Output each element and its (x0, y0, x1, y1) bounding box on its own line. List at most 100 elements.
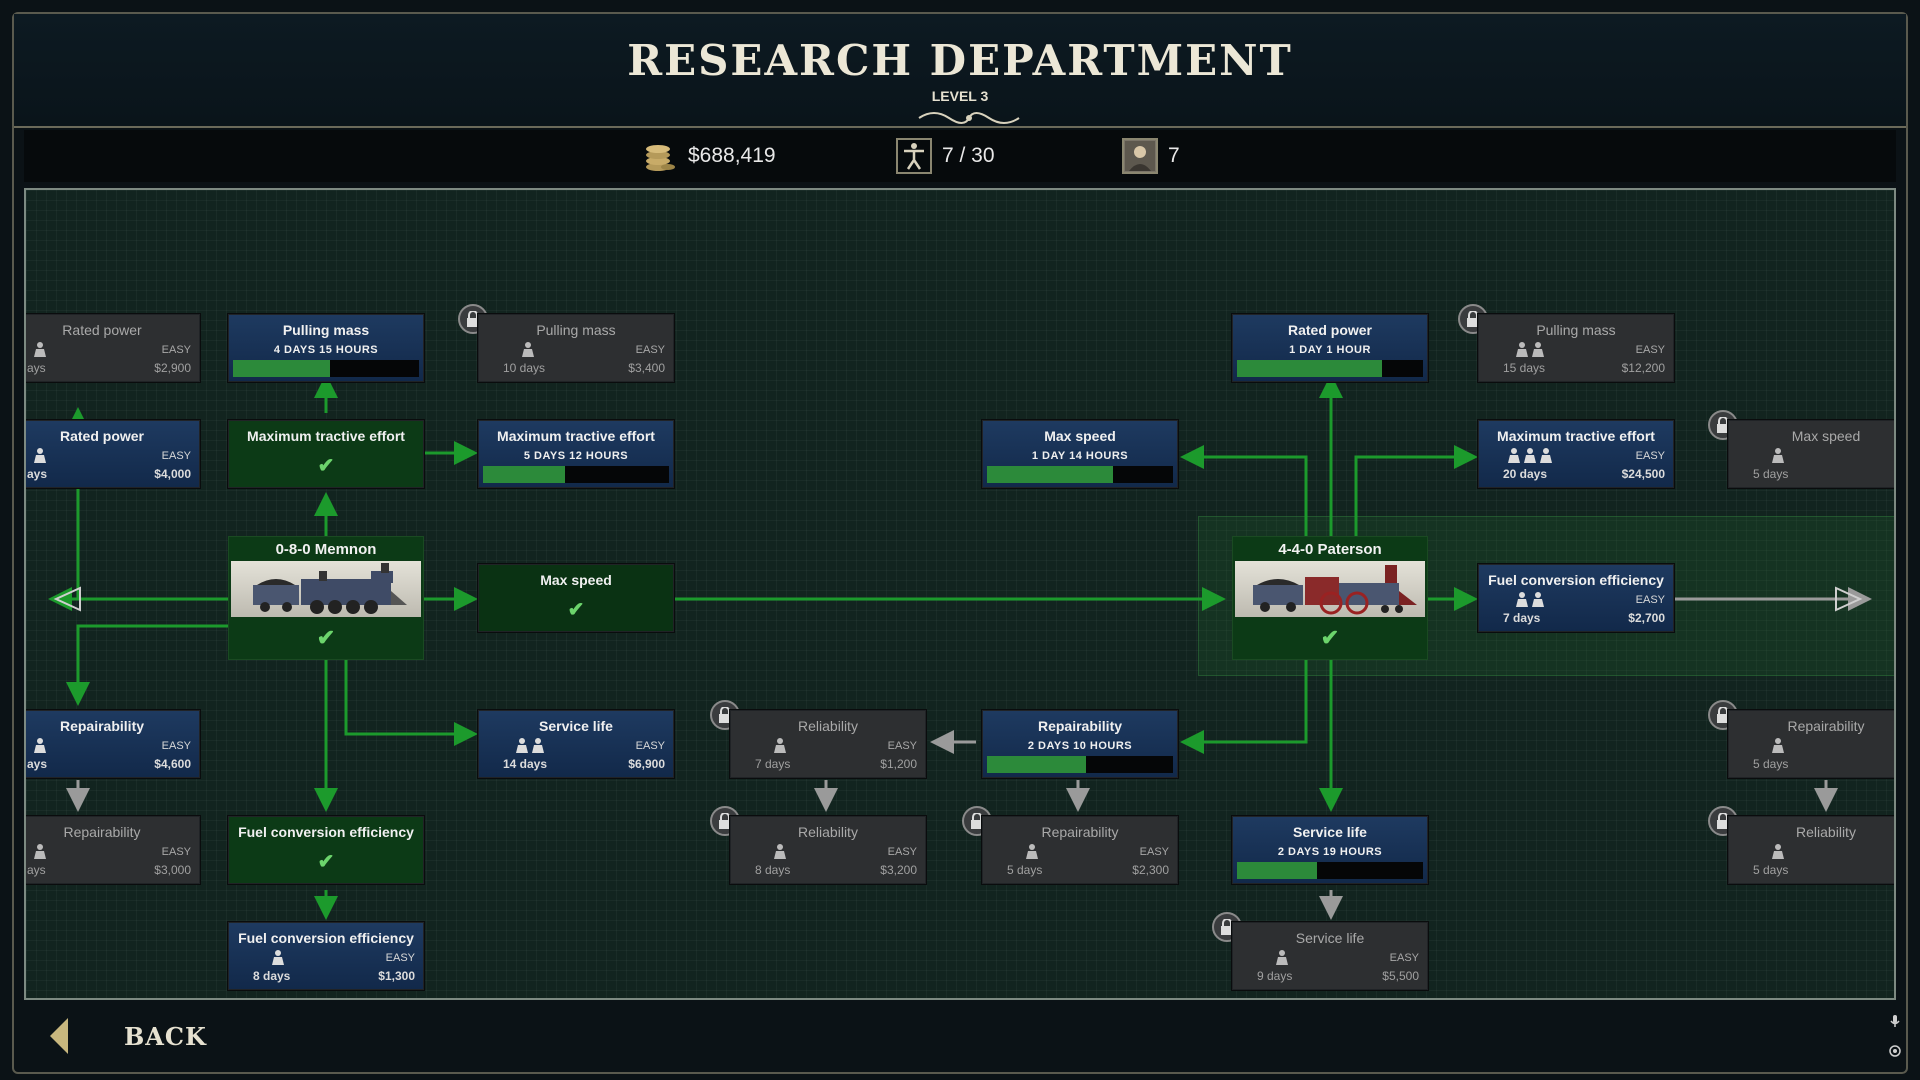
node-duration: ays (27, 467, 48, 481)
node-difficulty: EASY (887, 846, 917, 858)
scientist-icon (1771, 447, 1785, 463)
research-node-pulling-mass-locked[interactable]: Pulling mass EASY 10 days $3,400 (478, 314, 674, 382)
scientist-icon (1515, 591, 1547, 607)
node-time-remaining: 2 DAYS 19 HOURS (1277, 846, 1383, 858)
locomotive-name: 0-8-0 Memnon (275, 541, 377, 558)
scientist-icon (1515, 341, 1547, 357)
node-difficulty: EASY (1635, 450, 1665, 462)
research-node-reliability-locked-2[interactable]: Reliability EASY 8 days $3,200 (730, 816, 926, 884)
node-cost: $3,200 (880, 863, 917, 877)
research-node-max-speed-locked[interactable]: Max speed E 5 days $2 (1728, 420, 1894, 488)
scientist-icon (1025, 843, 1039, 859)
node-title: Maximum tractive effort (1497, 428, 1655, 444)
node-title: Pulling mass (282, 322, 370, 338)
scientist-icon (521, 341, 535, 357)
node-title: Repairability (59, 718, 145, 734)
node-title: Repairability (1787, 718, 1865, 734)
node-difficulty: EASY (161, 740, 191, 752)
node-duration: 15 days (1503, 361, 1546, 375)
node-cost: $4,000 (154, 467, 191, 481)
settings-circle-icon[interactable] (1888, 1044, 1902, 1058)
node-duration: 5 days (1007, 863, 1043, 877)
locomotive-memnon-image (231, 561, 421, 617)
node-title: Rated power (1287, 322, 1372, 338)
window-frame (12, 12, 1908, 1074)
research-node-rated-power-2[interactable]: Rated power EASY ays $4,000 (26, 420, 200, 488)
node-duration: 7 days (1503, 611, 1541, 625)
node-time-remaining: 1 DAY 14 HOURS (1031, 450, 1129, 462)
checkmark-icon: ✔ (317, 455, 335, 477)
node-time-remaining: 1 DAY 1 HOUR (1289, 344, 1371, 356)
node-cost: $2,700 (1628, 611, 1665, 625)
human-figure-icon (896, 138, 932, 174)
node-title: Reliability (798, 718, 858, 734)
scientist-icon (1275, 949, 1289, 965)
money-value: $688,419 (688, 144, 776, 167)
research-node-service-life-progress[interactable]: Service life 2 DAYS 19 HOURS (1232, 816, 1428, 884)
scientist-icon (773, 737, 787, 753)
research-node-reliability-locked-right[interactable]: Reliability E 5 days $3 (1728, 816, 1894, 884)
back-button[interactable]: BACK (48, 1016, 207, 1056)
node-cost: $3,000 (154, 863, 191, 877)
locomotive-paterson[interactable]: 4-4-0 Paterson ✔ (1232, 536, 1428, 660)
node-cost: $12,200 (1621, 361, 1665, 375)
node-title: Service life (1293, 824, 1367, 840)
node-duration: 9 days (1257, 969, 1293, 983)
research-node-repairability-1[interactable]: Repairability EASY ays $4,600 (26, 710, 200, 778)
node-difficulty: EASY (1635, 594, 1665, 606)
node-cost: $24,500 (1621, 467, 1665, 481)
research-node-repairability-progress[interactable]: Repairability 2 DAYS 10 HOURS (982, 710, 1178, 778)
node-duration: ays (27, 757, 48, 771)
node-title: Repairability (1037, 718, 1123, 734)
research-node-max-tractive-available[interactable]: Maximum tractive effort EASY 20 days $24… (1478, 420, 1674, 488)
node-duration: 5 days (1753, 467, 1789, 481)
research-node-repairability-locked-right[interactable]: Repairability E 5 days $3 (1728, 710, 1894, 778)
node-difficulty: EASY (1139, 846, 1169, 858)
node-title: Fuel conversion efficiency (238, 930, 414, 946)
research-node-repairability-2[interactable]: Repairability EASY ays $3,000 (26, 816, 200, 884)
research-node-repairability-locked[interactable]: Repairability EASY 5 days $2,300 (982, 816, 1178, 884)
node-title: Service life (539, 718, 613, 734)
research-node-pulling-mass-progress[interactable]: Pulling mass 4 DAYS 15 HOURS (228, 314, 424, 382)
scroll-left-arrow-icon (53, 586, 81, 612)
research-node-fuel-conversion-available[interactable]: Fuel conversion efficiency EASY 7 days $… (1478, 564, 1674, 632)
node-duration: 14 days (503, 757, 548, 771)
research-node-rated-power-progress[interactable]: Rated power 1 DAY 1 HOUR (1232, 314, 1428, 382)
research-node-service-life-locked[interactable]: Service life EASY 9 days $5,500 (1232, 922, 1428, 990)
research-node-rated-power-1[interactable]: Rated power EASY ays $2,900 (26, 314, 200, 382)
connection-wires (48, 354, 1872, 920)
node-difficulty: EASY (161, 846, 191, 858)
progress-bar (1237, 360, 1423, 377)
research-node-reliability-locked-1[interactable]: Reliability EASY 7 days $1,200 (730, 710, 926, 778)
node-title: Max speed (1791, 428, 1861, 444)
research-node-max-tractive-done[interactable]: Maximum tractive effort ✔ (228, 420, 424, 488)
microphone-icon[interactable] (1888, 1014, 1902, 1028)
research-node-max-tractive-progress[interactable]: Maximum tractive effort 5 DAYS 12 HOURS (478, 420, 674, 488)
node-title: Pulling mass (536, 322, 616, 338)
locomotive-memnon[interactable]: 0-8-0 Memnon ✔ (228, 536, 424, 660)
scientist-icon (33, 737, 47, 753)
research-node-fuel-conversion-done[interactable]: Fuel conversion efficiency ✔ (228, 816, 424, 884)
node-cost: $1,200 (880, 757, 917, 771)
node-difficulty: EASY (385, 952, 415, 964)
research-tree[interactable]: Rated power EASY ays $2,900 Pulling mass… (24, 188, 1896, 1000)
department-level: LEVEL 3 (931, 88, 989, 104)
checkmark-icon: ✔ (1320, 625, 1340, 650)
node-title: Max speed (540, 572, 612, 588)
node-time-remaining: 5 DAYS 12 HOURS (523, 450, 629, 462)
research-node-fuel-conversion-next[interactable]: Fuel conversion efficiency EASY 8 days $… (228, 922, 424, 990)
scientist-icon (1507, 447, 1555, 463)
money-stat: $688,419 (642, 138, 776, 174)
research-node-pulling-mass-locked-2[interactable]: Pulling mass EASY 15 days $12,200 (1478, 314, 1674, 382)
research-node-service-life-available[interactable]: Service life EASY 14 days $6,900 (478, 710, 674, 778)
scientist-icon (33, 843, 47, 859)
node-time-remaining: 4 DAYS 15 HOURS (273, 344, 379, 356)
node-title: Reliability (1796, 824, 1856, 840)
back-arrow-icon (50, 1018, 68, 1054)
research-node-max-speed-done[interactable]: Max speed ✔ (478, 564, 674, 632)
scroll-right-arrow-icon (1835, 586, 1863, 612)
scientist-icon (33, 341, 47, 357)
research-node-max-speed-progress[interactable]: Max speed 1 DAY 14 HOURS (982, 420, 1178, 488)
node-duration: 7 days (755, 757, 791, 771)
node-cost: $6,900 (628, 757, 665, 771)
